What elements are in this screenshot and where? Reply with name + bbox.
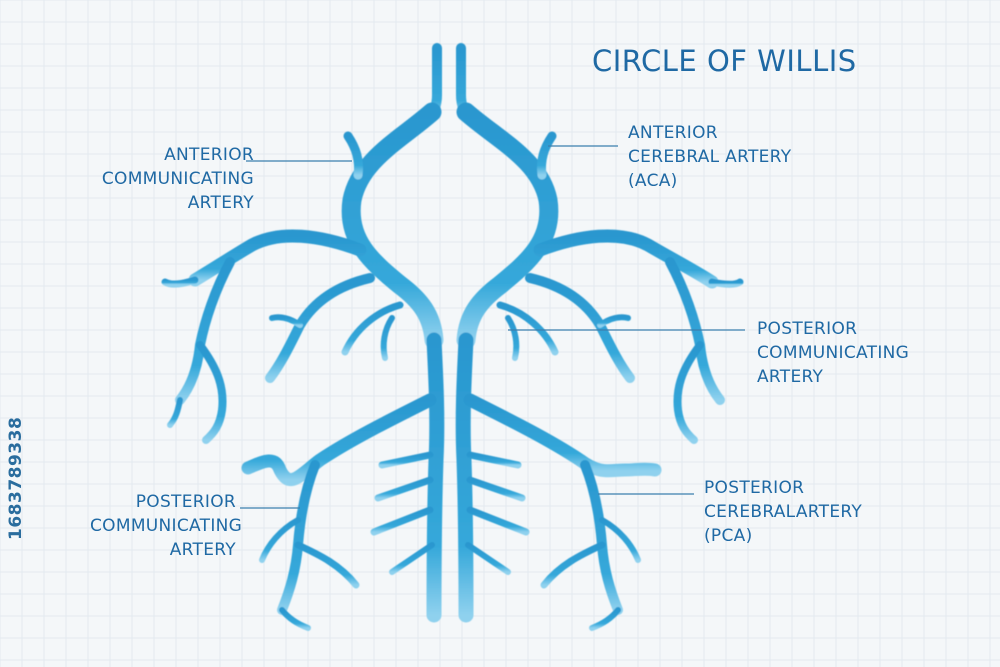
label-line: COMMUNICATING [757,343,910,363]
pca-left [241,393,437,487]
pca-right-twig-1 [540,541,606,589]
lateral-twig-left [161,276,199,288]
label-line: ARTERY [757,367,824,387]
label-posterior-cerebral-artery: POSTERIOR CEREBRALARTERY (PCA) [704,476,862,548]
pca-left-twig-3 [279,607,311,631]
page-title: CIRCLE OF WILLIS [592,44,857,78]
rung-left-3 [370,506,434,536]
rung-right-2 [466,476,526,502]
pca-left-twig-2 [259,517,301,563]
vessel-network [161,43,744,631]
rung-left-1 [378,451,434,469]
label-line: ANTERIOR [628,123,718,143]
label-line: ARTERY [169,540,236,560]
pca-left-down [277,460,320,615]
rung-left-4 [389,542,435,575]
aca-left [341,102,444,350]
pca-right-twig-2 [599,517,641,563]
label-line: CEREBRAL ARTERY [628,147,792,167]
lateral-branch-left-upper [188,229,367,287]
inner-branch-left-4 [269,314,303,328]
label-line: POSTERIOR [757,319,858,339]
label-line: POSTERIOR [704,478,805,498]
label-anterior-communicating-artery: ANTERIOR COMMUNICATING ARTERY [100,143,254,215]
inner-branch-right-1 [525,273,635,383]
lateral-branch-left-lower [196,341,227,444]
aca-right [456,102,559,350]
label-posterior-communicating-artery-right: POSTERIOR COMMUNICATING ARTERY [757,317,909,389]
label-line: COMMUNICATING [90,516,243,536]
rung-right-3 [466,506,530,536]
pca-left-twig-1 [294,541,360,589]
lateral-twig-right [708,278,744,288]
label-line: ANTERIOR [164,145,254,165]
lateral-branch-right-lower [673,341,704,444]
label-line: CEREBRALARTERY [704,502,863,522]
central-trunk-right [455,332,474,623]
rung-right-1 [466,451,522,469]
inner-branch-left-2 [341,301,404,356]
inner-branch-right-3 [505,315,520,361]
label-line: ARTERY [187,193,254,213]
rung-left-2 [374,476,434,502]
pca-right-down [580,460,623,615]
leader-lines [240,145,745,509]
inner-branch-left-3 [380,315,395,361]
label-posterior-communicating-artery-left: POSTERIOR COMMUNICATING ARTERY [90,490,243,562]
inner-branch-right-2 [496,301,559,356]
central-trunk-left [426,332,445,623]
rung-right-4 [465,542,511,575]
hook-left [343,131,363,180]
label-line: POSTERIOR [135,492,236,512]
label-anterior-cerebral-artery: ANTERIOR CEREBRAL ARTERY (ACA) [628,121,791,193]
label-line: (PCA) [704,526,753,546]
inner-branch-right-4 [597,314,631,328]
label-line: (ACA) [628,171,678,191]
pca-right-twig-3 [589,607,621,631]
lateral-twig-left-2 [167,397,183,428]
hook-right [537,131,557,180]
lateral-branch-right-upper [533,229,719,289]
stock-id-text: 1683789338 [6,416,26,540]
inner-branch-left-1 [265,273,375,383]
pca-right [463,393,662,478]
label-line: COMMUNICATING [101,169,254,189]
